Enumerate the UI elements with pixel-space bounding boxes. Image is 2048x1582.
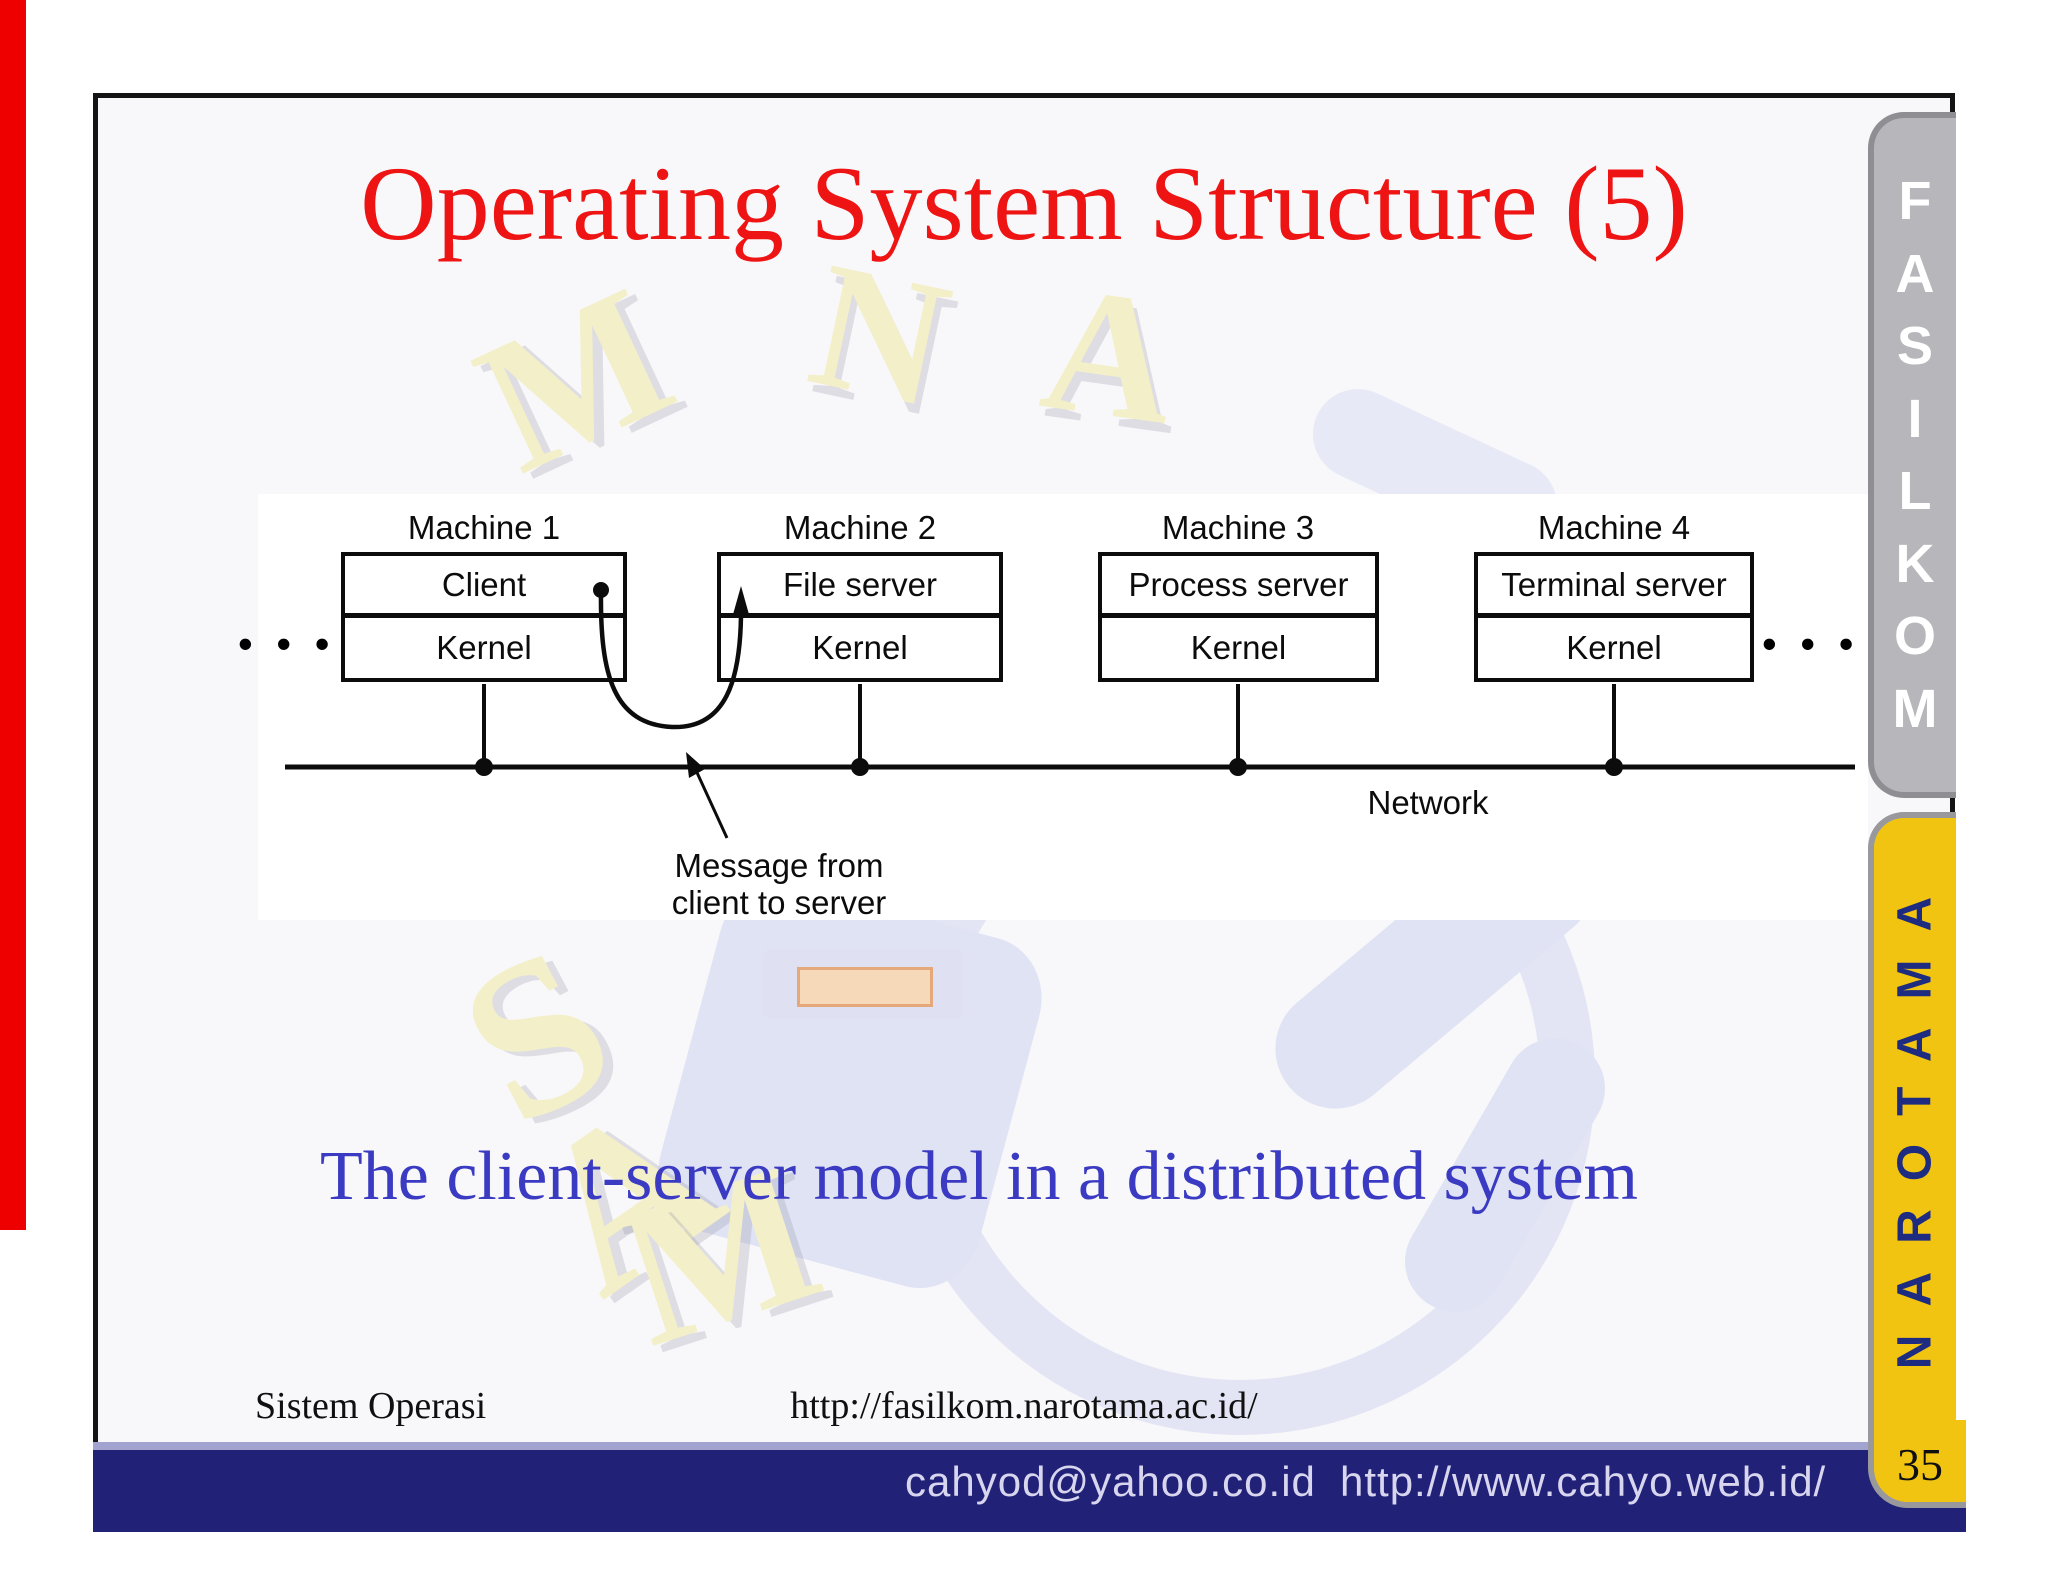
network-label: Network	[1367, 784, 1489, 821]
client-cell: Client	[345, 556, 623, 618]
kernel-label: Kernel	[812, 629, 908, 666]
bottom-bar: cahyod@yahoo.co.id http://www.cahyo.web.…	[93, 1442, 1966, 1532]
machine-4-box: Terminal server Kernel	[1474, 552, 1754, 682]
message-line-1: Message from	[674, 847, 884, 884]
machine-2-box: File server Kernel	[717, 552, 1003, 682]
kernel-cell: Kernel	[721, 618, 999, 678]
kernel-cell: Kernel	[345, 618, 623, 678]
fasilkom-letter: O	[1893, 606, 1936, 667]
client-label: Client	[441, 565, 527, 603]
slide-canvas: M N A S A M Operating System Structure (…	[93, 93, 1955, 1452]
bottom-bar-website: http://www.cahyo.web.id/	[1340, 1458, 1827, 1505]
ellipsis-left: • • •	[238, 620, 336, 667]
kernel-label: Kernel	[436, 629, 532, 666]
process-server-label: Process server	[1128, 565, 1349, 603]
fasilkom-letter: A	[1895, 243, 1935, 304]
sidebar-tab-narotama: NAROTAMA	[1868, 812, 1956, 1420]
fasilkom-letter: S	[1896, 316, 1934, 377]
kernel-cell: Kernel	[1478, 618, 1750, 678]
watermark-letter: M	[449, 246, 701, 514]
fasilkom-letter: F	[1898, 171, 1932, 232]
slide-caption: The client-server model in a distributed…	[320, 1138, 1638, 1215]
message-annotation: Message from client to server	[649, 847, 909, 921]
kernel-label: Kernel	[1190, 629, 1287, 666]
machine-1-box: Client Kernel	[341, 552, 627, 682]
watermark-badge-inner	[797, 967, 933, 1007]
machine-3-label: Machine 3	[1161, 509, 1315, 546]
watermark-letter: N	[795, 223, 965, 446]
page-number-tab: 35	[1868, 1420, 1966, 1508]
file-server-cell: File server	[721, 556, 999, 618]
left-red-strip	[0, 0, 26, 1230]
footer-url: http://fasilkom.narotama.ac.id/	[790, 1385, 1258, 1427]
fasilkom-letter: K	[1895, 533, 1935, 594]
file-server-label: File server	[782, 565, 938, 603]
machine-4-label: Machine 4	[1537, 509, 1691, 546]
bottom-bar-email: cahyod@yahoo.co.id	[905, 1458, 1316, 1505]
fasilkom-letter: L	[1898, 461, 1932, 522]
kernel-cell: Kernel	[1102, 618, 1375, 678]
machine-2-label: Machine 2	[783, 509, 937, 546]
machine-1-label: Machine 1	[407, 509, 561, 546]
terminal-server-cell: Terminal server	[1478, 556, 1750, 618]
watermark-badge	[763, 949, 963, 1019]
message-line-2: client to server	[671, 884, 887, 921]
sidebar-tab-fasilkom: F A S I L K O M	[1868, 112, 1956, 798]
watermark-letter: A	[1031, 246, 1189, 463]
terminal-server-label: Terminal server	[1501, 565, 1727, 603]
footer-course-name: Sistem Operasi	[255, 1385, 487, 1427]
page-number: 35	[1897, 1438, 1943, 1490]
ellipsis-right: • • •	[1762, 620, 1860, 667]
process-server-cell: Process server	[1102, 556, 1375, 618]
bottom-bar-highlight	[93, 1442, 1966, 1450]
kernel-label: Kernel	[1566, 629, 1662, 666]
fasilkom-letter: M	[1892, 678, 1938, 739]
machine-3-box: Process server Kernel	[1098, 552, 1379, 682]
narotama-label: NAROTAMA	[1888, 868, 1942, 1370]
fasilkom-letter: I	[1907, 388, 1923, 449]
slide-title: Operating System Structure (5)	[360, 145, 1688, 262]
